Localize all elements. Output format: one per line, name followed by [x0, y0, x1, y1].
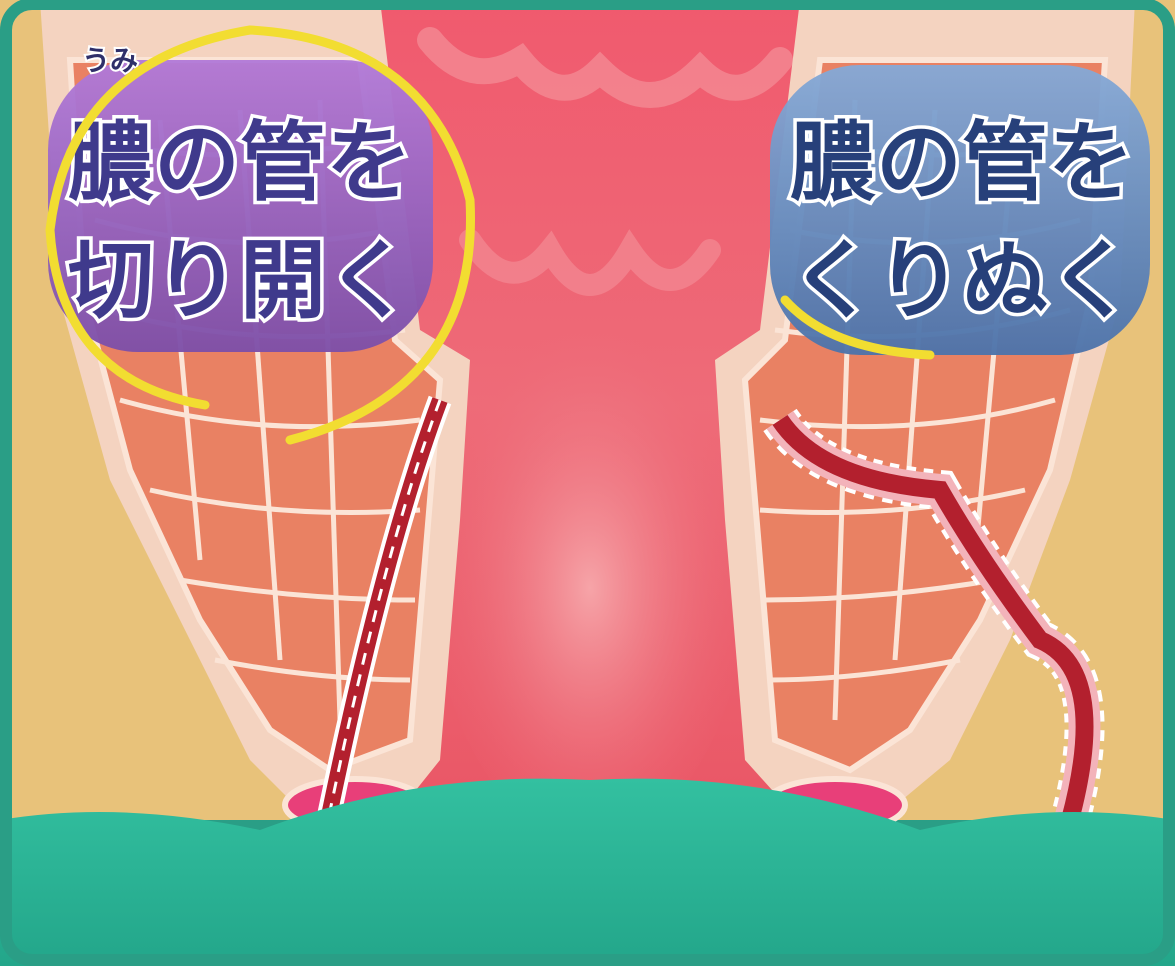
left-label-line2: 切り開く: [68, 231, 412, 331]
canal-lumen: [430, 280, 750, 840]
right-label-line2: くりぬく: [790, 231, 1134, 331]
left-ruby-text: うみ: [82, 44, 138, 77]
right-label-line1: 膿の管を: [790, 113, 1134, 213]
right-bubble: 膿の管を くりぬく: [770, 65, 1150, 355]
left-bubble: うみ 膿の管を 切り開く: [48, 44, 433, 352]
left-label-line1: 膿の管を: [68, 113, 412, 213]
